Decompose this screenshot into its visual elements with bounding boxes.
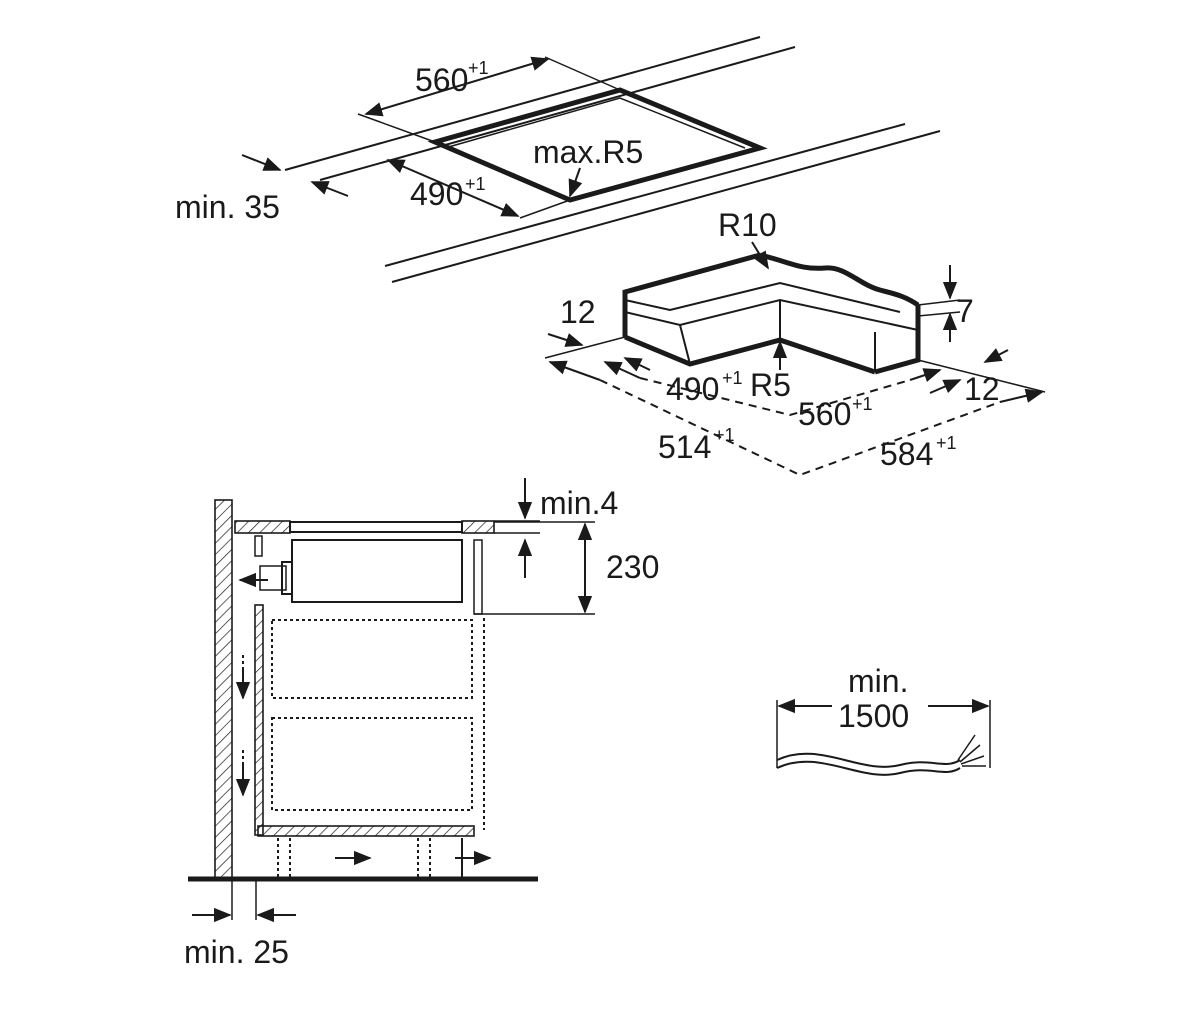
step-width-right-arrow-2: [929, 379, 962, 394]
wall-gap-label: min. 25: [184, 934, 289, 970]
recess-step-vert-1: [679, 324, 691, 365]
outer-radius-label: R10: [718, 207, 777, 243]
hob-body: [291, 539, 463, 603]
step-width-left-label: 12: [560, 294, 596, 330]
fan-outlet: [259, 565, 287, 591]
power-cable-view: min. 1500: [776, 663, 991, 776]
front-panel-upper: [473, 539, 483, 615]
edge-distance-arrow-1: [241, 154, 282, 171]
dim-514-arrow: [548, 360, 601, 381]
worktop-right: [461, 520, 495, 534]
dim-490-label: 490: [410, 176, 463, 212]
dim-ext-right: [917, 359, 1046, 393]
outer-dim-line: [599, 379, 1001, 477]
cutout-outline: [427, 87, 768, 203]
inner-depth-tol: +1: [722, 368, 743, 388]
corner-radius-arrow: [568, 167, 583, 198]
step-depth-ext-1: [917, 299, 961, 306]
recess-right-side: [874, 305, 921, 375]
outer-depth-label: 514: [658, 429, 711, 465]
dim-560-line: [364, 56, 550, 117]
dim-490-line: [386, 159, 520, 217]
worktop-back-edge: [284, 36, 761, 171]
dim-560-inner-arrow: [909, 368, 942, 382]
worktop-front-edge-2: [384, 123, 906, 267]
step-depth-ext-2: [917, 311, 961, 317]
edge-distance-arrow-2: [310, 181, 349, 197]
step-width-right-label: 12: [964, 371, 1000, 407]
recess-bottom: [624, 334, 876, 375]
flush-cutout-view: R10 12 7 12 R5 490 +1 560 +1: [544, 207, 1046, 477]
unit-height-label: 230: [606, 549, 659, 585]
dim-560-tol: +1: [468, 58, 489, 78]
recess-step-upper: [624, 281, 901, 313]
cable-length-line2: 1500: [838, 698, 909, 734]
dim-560-ext-right: [544, 56, 621, 91]
recess-broken-edge-right: [759, 252, 920, 308]
dim-584-arrow: [999, 388, 1044, 403]
hob-glass: [289, 521, 463, 533]
cable-length-line1: min.: [848, 663, 908, 699]
worktop-left: [234, 520, 291, 534]
top-gap-label: min.4: [540, 485, 618, 521]
cabinet-bottom: [257, 825, 475, 837]
dim-490-tol: +1: [465, 174, 486, 194]
recess-outline: [622, 252, 761, 337]
inner-dim-line: [639, 377, 911, 417]
inner-depth-label: 490: [666, 371, 719, 407]
inner-width-label: 560: [798, 396, 851, 432]
inner-width-tol: +1: [852, 394, 873, 414]
dim-490-inner-arrow: [603, 361, 641, 379]
dim-560-label: 560: [415, 62, 468, 98]
inner-radius-label: R5: [750, 367, 791, 403]
dim-490-ext: [519, 199, 571, 219]
edge-distance-label: min. 35: [175, 189, 280, 225]
outer-width-tol: +1: [936, 433, 957, 453]
corner-radius-label: max.R5: [533, 134, 643, 170]
power-cable-lower: [776, 760, 961, 776]
dim-560-ext-left: [357, 113, 436, 143]
worktop-cutout-view: 560 +1 490 +1 max.R5 min. 35: [175, 36, 941, 283]
recess-step-inner: [624, 298, 919, 331]
back-panel-upper: [254, 535, 263, 557]
cabinet-section-view: min.4 230 min. 25: [184, 478, 659, 970]
worktop-front-edge-3: [391, 130, 941, 283]
step-width-left-arrow-2: [623, 357, 651, 372]
step-width-left-arrow-1: [547, 333, 584, 347]
dim-ext-left: [544, 336, 626, 359]
cable-wires-icon: [957, 734, 986, 767]
wall: [214, 499, 233, 879]
cabinet-back-panel: [254, 604, 264, 836]
fan-outlet-cap: [281, 561, 293, 595]
outer-radius-arrow: [751, 241, 769, 270]
drawer-lower: [271, 717, 473, 811]
drawer-upper: [271, 619, 473, 699]
step-width-right-arrow-1: [983, 348, 1009, 363]
cutout-inner-edge: [444, 97, 746, 149]
outer-depth-tol: +1: [714, 425, 735, 445]
power-cable: [776, 752, 961, 768]
step-depth-label: 7: [956, 293, 974, 329]
worktop-front-edge: [319, 46, 796, 181]
outer-width-label: 584: [880, 436, 933, 472]
